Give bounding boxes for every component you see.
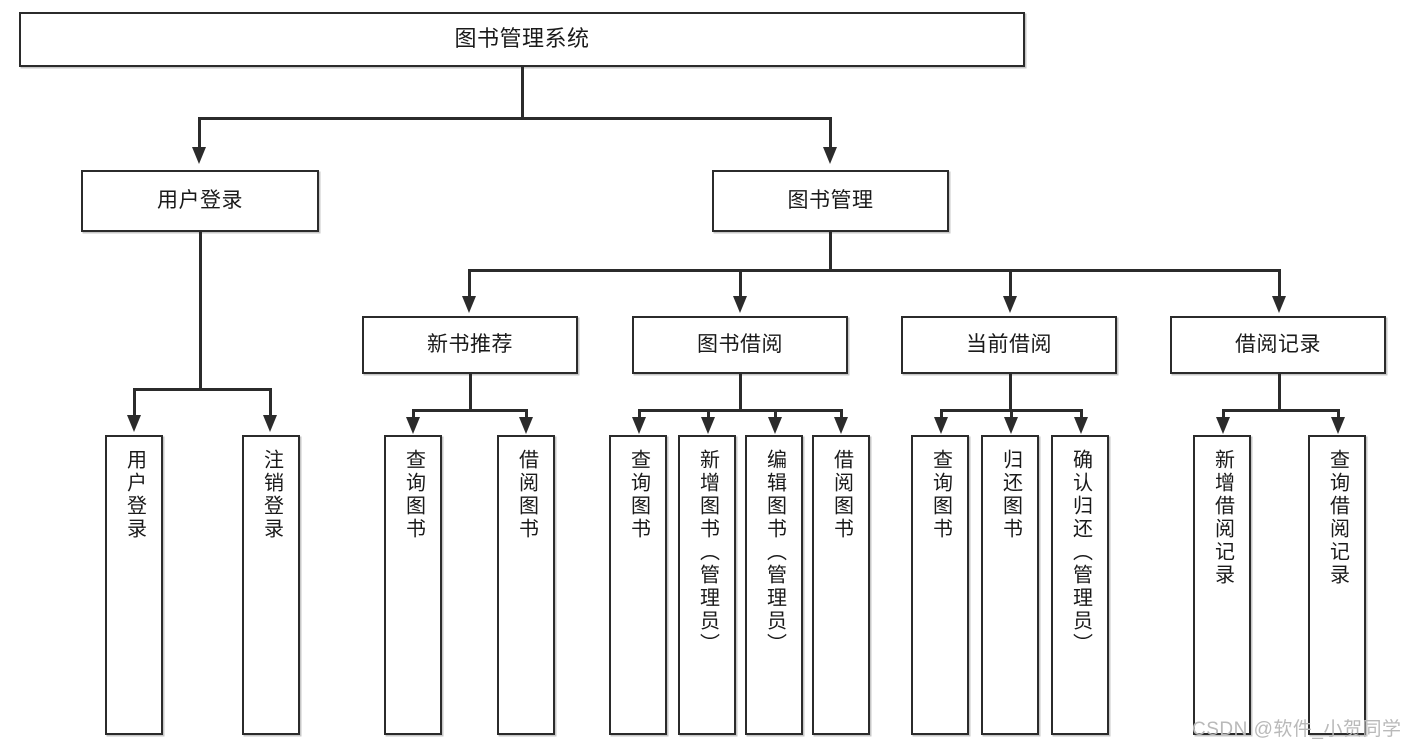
node-leaf-user-login[interactable]: 用户登录 — [105, 435, 163, 735]
connector-drop-borrow-record — [1278, 269, 1281, 296]
node-leaf-query-book-3[interactable]: 查询图书 — [911, 435, 969, 735]
node-current-borrow[interactable]: 当前借阅 — [901, 316, 1117, 374]
arrowhead-leaf-borrow-book-2 — [834, 417, 848, 434]
node-label: 编辑图书（管理员） — [763, 449, 786, 656]
arrowhead-leaf-borrow-book-1 — [519, 417, 533, 434]
connector-new-book-recommend-bus — [412, 409, 527, 412]
node-label: 查询图书 — [627, 449, 650, 541]
connector-user-login-stem — [199, 232, 202, 389]
node-label: 图书借阅 — [697, 333, 783, 357]
node-label: 借阅图书 — [830, 449, 853, 541]
node-leaf-query-book-1[interactable]: 查询图书 — [384, 435, 442, 735]
connector-book-borrow-stem — [739, 374, 742, 410]
node-label: 当前借阅 — [966, 333, 1052, 357]
connector-drop-user-login — [198, 117, 201, 147]
node-label: 查询图书 — [929, 449, 952, 541]
connector-root-stem — [521, 67, 524, 118]
node-user-login[interactable]: 用户登录 — [81, 170, 319, 232]
node-label: 确认归还（管理员） — [1069, 449, 1092, 656]
connector-drop-leaf-add-book — [707, 409, 710, 417]
node-new-book-recommend[interactable]: 新书推荐 — [362, 316, 578, 374]
node-label: 用户登录 — [123, 449, 146, 541]
connector-drop-book-borrow — [739, 269, 742, 296]
node-leaf-return-book[interactable]: 归还图书 — [981, 435, 1039, 735]
arrowhead-leaf-query-book-2 — [632, 417, 646, 434]
connector-book-borrow-bus — [638, 409, 842, 412]
connector-drop-leaf-confirm-return — [1080, 409, 1083, 417]
connector-drop-leaf-edit-book — [774, 409, 777, 417]
node-label: 新增图书（管理员） — [696, 449, 719, 656]
connector-drop-leaf-borrow-book-1 — [525, 409, 528, 417]
node-leaf-edit-book[interactable]: 编辑图书（管理员） — [745, 435, 803, 735]
connector-current-borrow-stem — [1009, 374, 1012, 410]
node-label: 借阅图书 — [515, 449, 538, 541]
arrowhead-leaf-add-book — [701, 417, 715, 434]
node-label: 查询图书 — [402, 449, 425, 541]
node-label: 图书管理系统 — [454, 26, 590, 52]
arrowhead-leaf-return-book — [1004, 417, 1018, 434]
node-label: 新书推荐 — [427, 333, 513, 357]
node-leaf-borrow-book-1[interactable]: 借阅图书 — [497, 435, 555, 735]
node-label: 归还图书 — [999, 449, 1022, 541]
connector-drop-leaf-query-book-2 — [638, 409, 641, 417]
connector-drop-current-borrow — [1009, 269, 1012, 296]
arrowhead-current-borrow — [1003, 296, 1017, 313]
arrowhead-new-book-recommend — [462, 296, 476, 313]
arrowhead-borrow-record — [1272, 296, 1286, 313]
connector-level2-bus — [198, 117, 830, 120]
node-leaf-query-book-2[interactable]: 查询图书 — [609, 435, 667, 735]
arrowhead-leaf-query-record — [1331, 417, 1345, 434]
node-label: 查询借阅记录 — [1326, 449, 1349, 587]
connector-user-login-bus — [133, 388, 271, 391]
arrowhead-book-borrow — [733, 296, 747, 313]
node-label: 注销登录 — [260, 449, 283, 541]
arrowhead-leaf-confirm-return — [1074, 417, 1088, 434]
connector-drop-leaf-query-record — [1337, 409, 1340, 417]
arrowhead-book-management — [823, 147, 837, 164]
arrowhead-leaf-query-book-1 — [406, 417, 420, 434]
node-root-book-management-system[interactable]: 图书管理系统 — [19, 12, 1025, 67]
node-leaf-add-record[interactable]: 新增借阅记录 — [1193, 435, 1251, 735]
connector-book-management-stem — [829, 232, 832, 270]
arrowhead-leaf-query-book-3 — [934, 417, 948, 434]
arrowhead-leaf-add-record — [1216, 417, 1230, 434]
node-label: 用户登录 — [157, 189, 243, 213]
connector-borrow-record-bus — [1222, 409, 1339, 412]
arrowhead-leaf-edit-book — [768, 417, 782, 434]
node-label: 借阅记录 — [1235, 333, 1321, 357]
arrowhead-leaf-logout-login — [263, 415, 277, 432]
connector-drop-leaf-return-book — [1010, 409, 1013, 417]
connector-drop-leaf-user-login — [133, 388, 136, 415]
connector-level3-bus — [468, 269, 1280, 272]
node-book-management[interactable]: 图书管理 — [712, 170, 949, 232]
connector-drop-book-management — [829, 117, 832, 147]
node-leaf-confirm-return[interactable]: 确认归还（管理员） — [1051, 435, 1109, 735]
node-borrow-record[interactable]: 借阅记录 — [1170, 316, 1386, 374]
connector-drop-leaf-logout-login — [269, 388, 272, 415]
node-label: 新增借阅记录 — [1211, 449, 1234, 587]
arrowhead-leaf-user-login — [127, 415, 141, 432]
node-label: 图书管理 — [787, 189, 874, 213]
connector-borrow-record-stem — [1278, 374, 1281, 410]
node-leaf-add-book[interactable]: 新增图书（管理员） — [678, 435, 736, 735]
connector-drop-leaf-borrow-book-2 — [840, 409, 843, 417]
connector-drop-leaf-query-book-3 — [940, 409, 943, 417]
connector-new-book-recommend-stem — [469, 374, 472, 410]
node-leaf-logout-login[interactable]: 注销登录 — [242, 435, 300, 735]
connector-drop-new-book-recommend — [468, 269, 471, 296]
node-leaf-borrow-book-2[interactable]: 借阅图书 — [812, 435, 870, 735]
node-book-borrow[interactable]: 图书借阅 — [632, 316, 848, 374]
connector-drop-leaf-add-record — [1222, 409, 1225, 417]
arrowhead-user-login — [192, 147, 206, 164]
node-leaf-query-record[interactable]: 查询借阅记录 — [1308, 435, 1366, 735]
connector-drop-leaf-query-book-1 — [412, 409, 415, 417]
